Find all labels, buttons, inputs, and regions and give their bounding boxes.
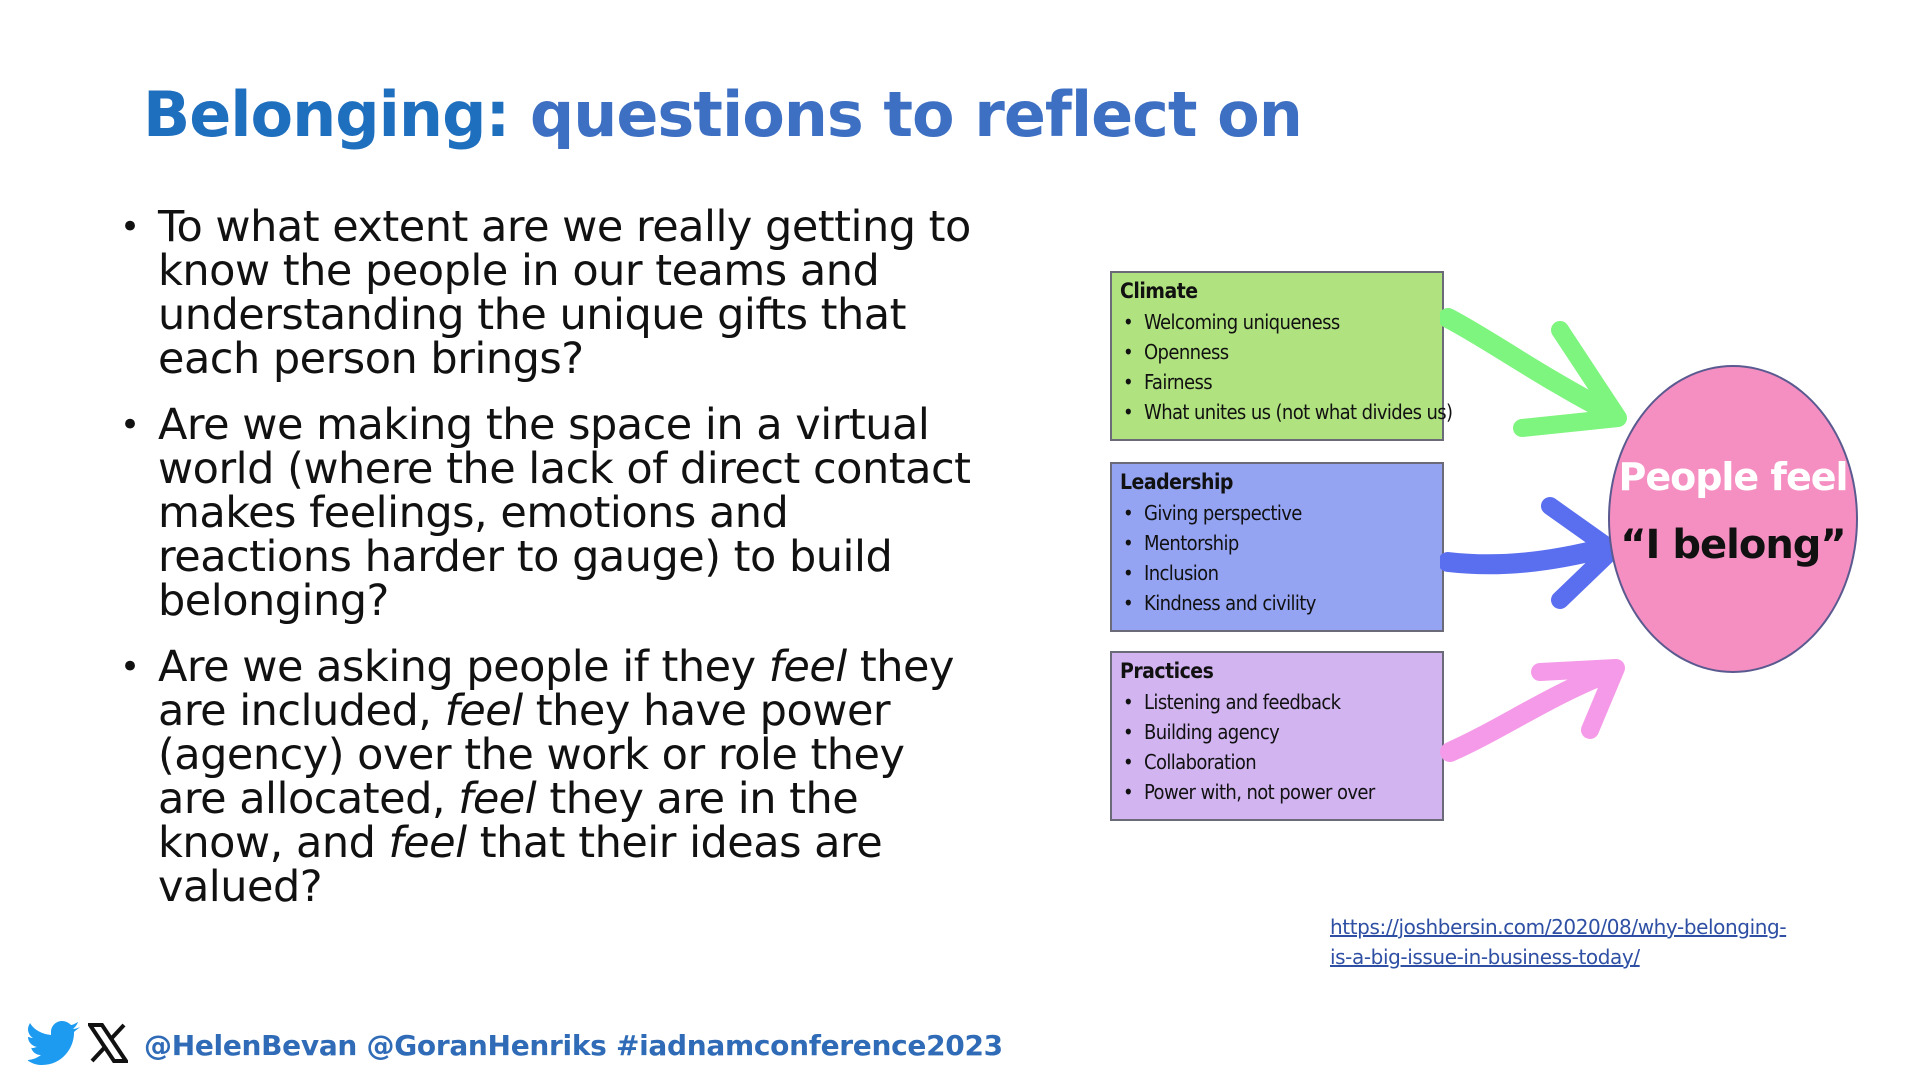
question-item: To what extent are we really getting to …	[118, 205, 978, 381]
question-text: that their ideas are valued?	[158, 818, 883, 912]
source-link-line-2[interactable]: is-a-big-issue-in-business-today/	[1330, 945, 1640, 969]
practices-item: Power with, not power over	[1120, 777, 1434, 807]
question-text: Are we asking people if they	[158, 642, 769, 692]
climate-item: What unites us (not what divides us)	[1120, 397, 1453, 427]
question-text: they have power (agency) over the work o…	[158, 686, 905, 824]
source-link[interactable]: https://joshbersin.com/2020/08/why-belon…	[1330, 912, 1810, 972]
question-text: they are in the know, and	[158, 774, 859, 868]
question-item: Are we asking people if they feel they a…	[118, 645, 978, 909]
practices-box: Practices Listening and feedback Buildin…	[1110, 651, 1444, 821]
emphasis-feel: feel	[458, 774, 537, 824]
leadership-title: Leadership	[1120, 470, 1233, 494]
climate-box: Climate Welcoming uniqueness Openness Fa…	[1110, 271, 1453, 441]
leadership-item: Inclusion	[1120, 558, 1434, 588]
blue-arrow-icon	[1440, 497, 1621, 609]
source-link-line-1[interactable]: https://joshbersin.com/2020/08/why-belon…	[1330, 915, 1787, 939]
leadership-list: Giving perspective Mentorship Inclusion …	[1120, 498, 1434, 618]
green-arrow-icon	[1440, 308, 1627, 437]
practices-item: Listening and feedback	[1120, 687, 1434, 717]
practices-list: Listening and feedback Building agency C…	[1120, 687, 1434, 807]
emphasis-feel: feel	[768, 642, 848, 692]
twitter-bird-icon	[27, 1021, 82, 1069]
climate-item: Welcoming uniqueness	[1120, 307, 1434, 337]
question-list: To what extent are we really getting to …	[118, 205, 978, 931]
question-text: Are we making the space in a virtual wor…	[158, 400, 971, 626]
practices-title: Practices	[1120, 659, 1214, 683]
practices-item: Building agency	[1120, 717, 1434, 747]
climate-title: Climate	[1120, 279, 1198, 303]
circle-line-2: “I belong”	[1620, 522, 1846, 568]
leadership-item: Kindness and civility	[1120, 588, 1434, 618]
practices-item: Collaboration	[1120, 747, 1434, 777]
question-text: they are included,	[158, 642, 954, 736]
question-text: To what extent are we really getting to …	[158, 202, 971, 384]
x-logo-icon	[86, 1023, 130, 1067]
slide-title: Belonging: questions to reflect on	[143, 78, 1303, 151]
climate-item: Fairness	[1120, 367, 1434, 397]
emphasis-feel: feel	[444, 686, 524, 736]
leadership-box: Leadership Giving perspective Mentorship…	[1110, 462, 1444, 632]
emphasis-feel: feel	[388, 818, 468, 868]
climate-item: Openness	[1120, 337, 1434, 367]
footer-handles: @HelenBevan @GoranHenriks #iadnamconfere…	[144, 1028, 1003, 1062]
footer: @HelenBevan @GoranHenriks #iadnamconfere…	[27, 1020, 1003, 1070]
climate-list: Welcoming uniqueness Openness Fairness W…	[1120, 307, 1453, 427]
title-keyword: Belonging:	[143, 78, 510, 151]
leadership-item: Giving perspective	[1120, 498, 1434, 528]
title-rest: questions to reflect on	[509, 78, 1303, 151]
pink-arrow-icon	[1440, 659, 1625, 762]
circle-line-1: People feel	[1618, 455, 1848, 499]
question-item: Are we making the space in a virtual wor…	[118, 403, 978, 623]
belonging-circle: People feel “I belong”	[1608, 365, 1858, 673]
leadership-item: Mentorship	[1120, 528, 1434, 558]
